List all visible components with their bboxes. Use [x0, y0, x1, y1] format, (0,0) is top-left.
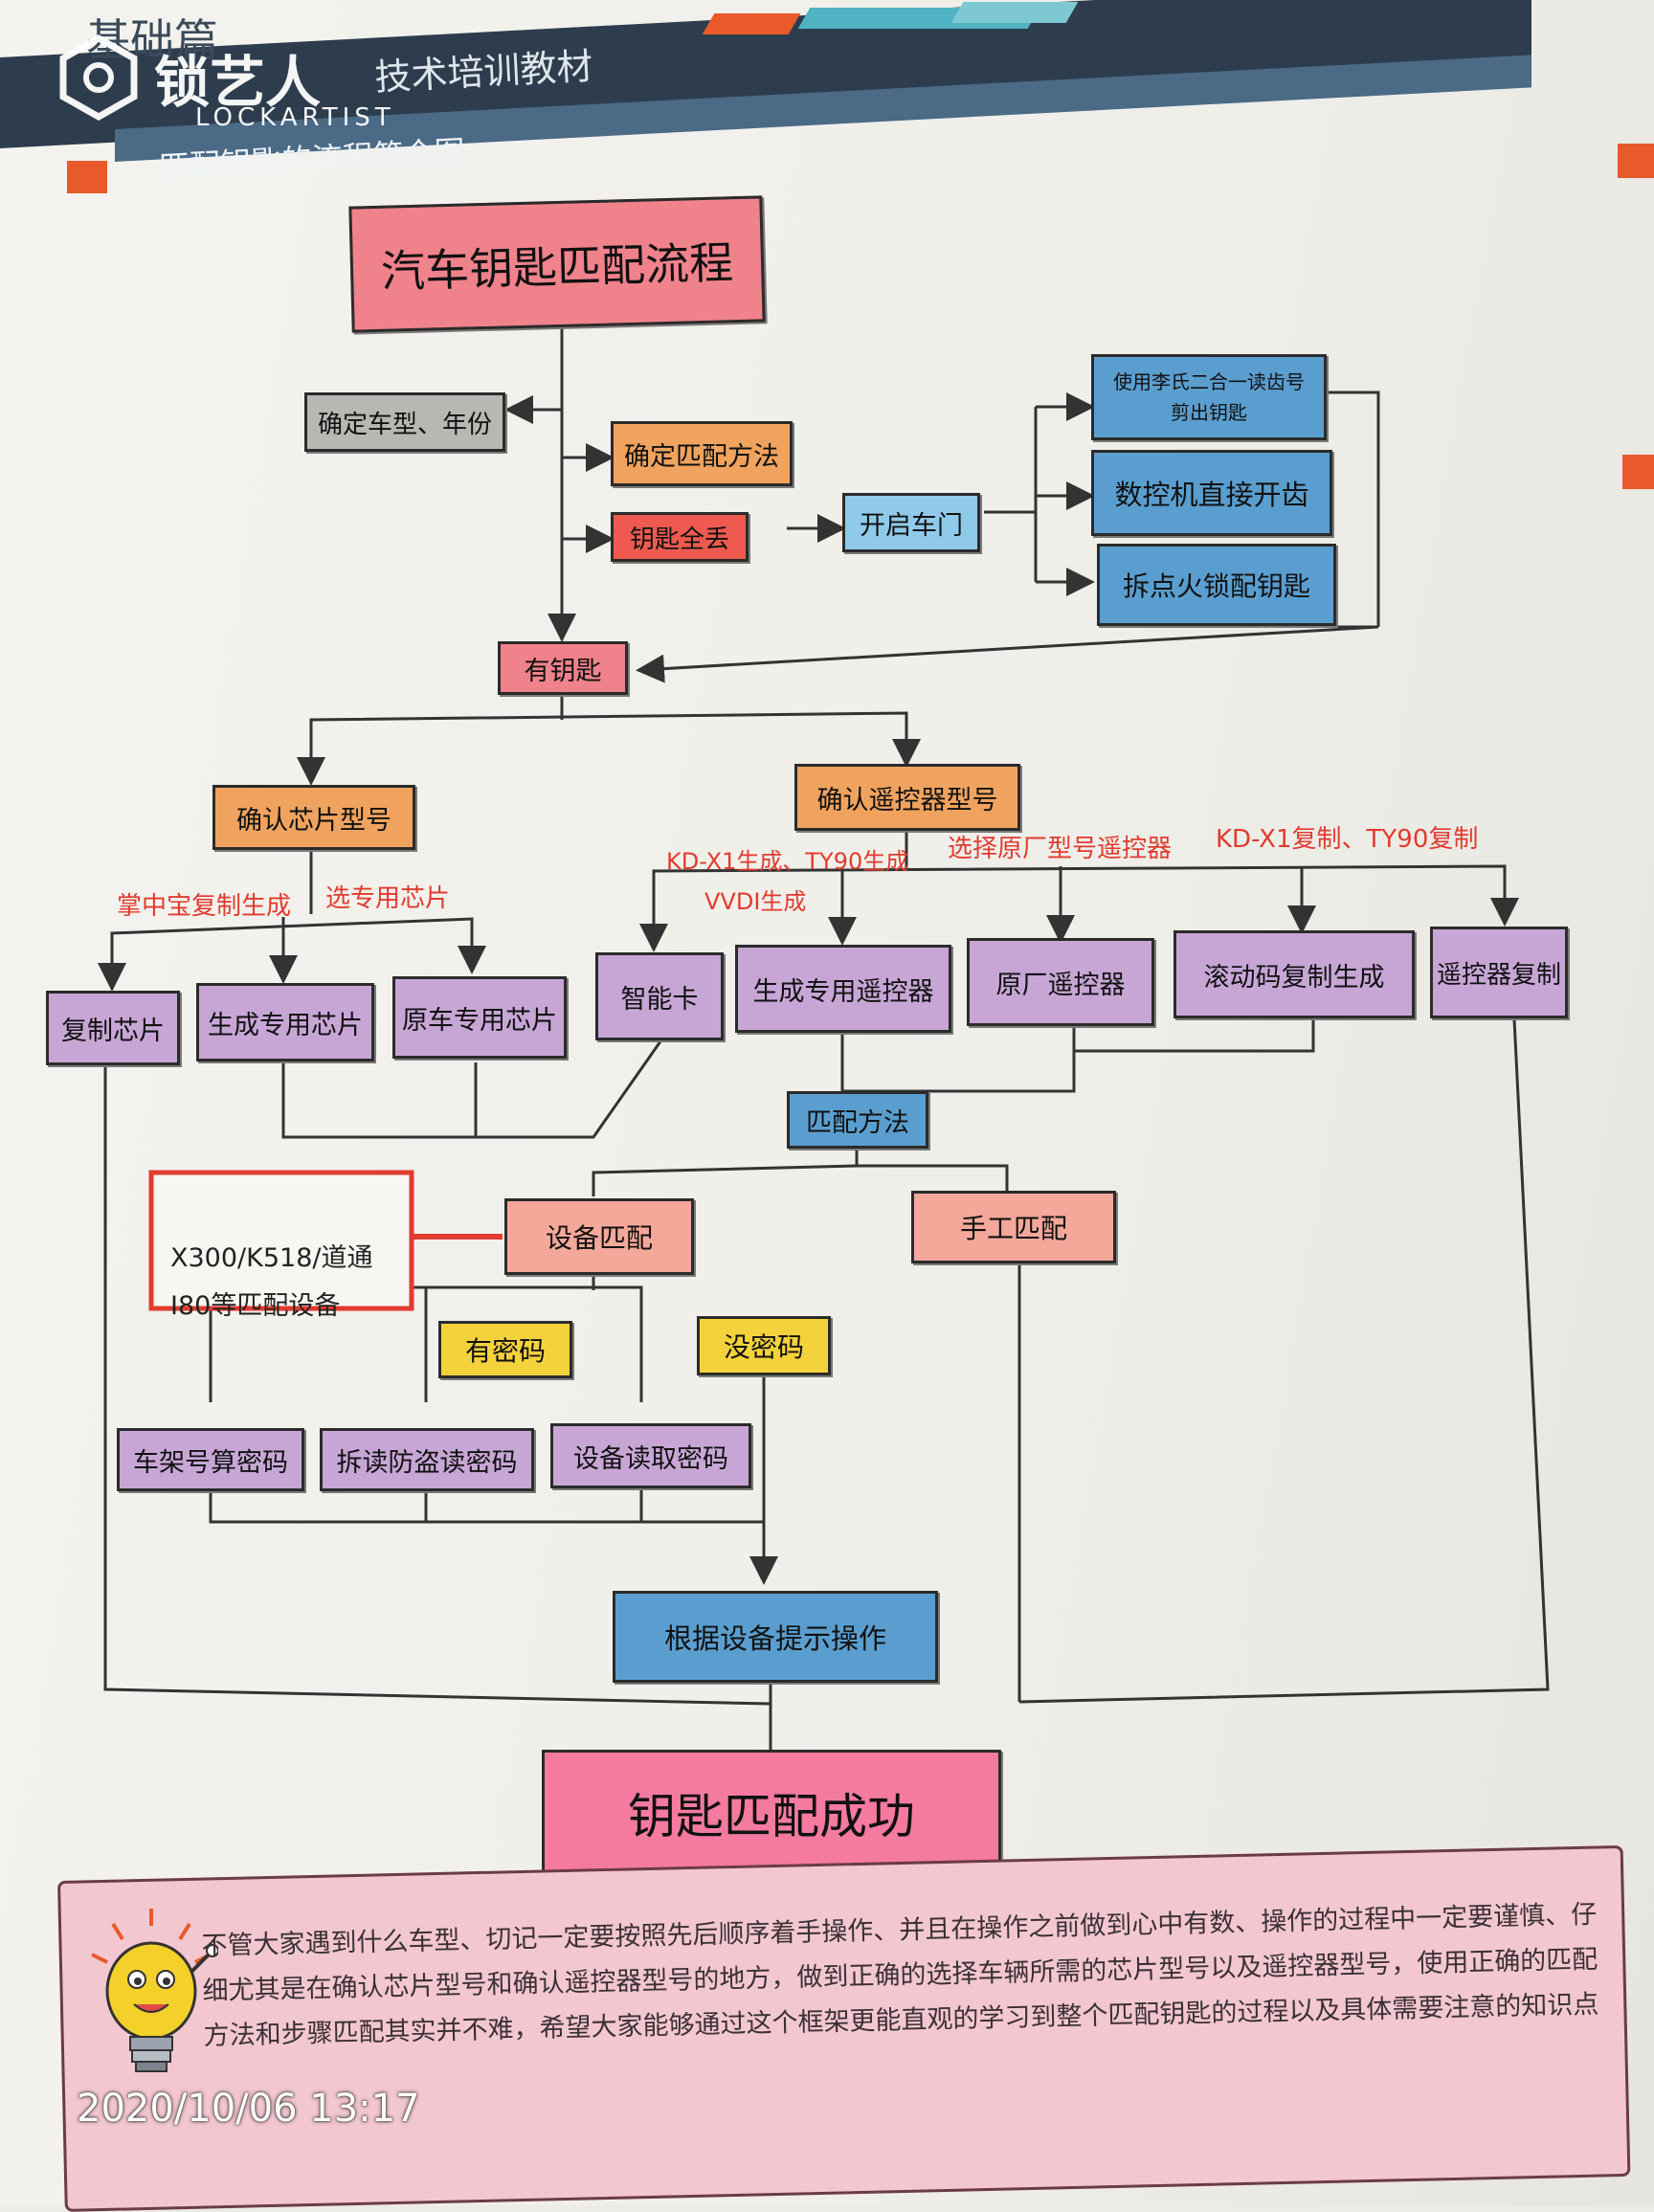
node-disassemble-label: 拆点火锁配钥匙 — [1122, 570, 1310, 602]
label-vvdi-gen: VVDI生成 — [704, 888, 807, 915]
node-manual-match: 手工匹配 — [911, 1191, 1116, 1263]
node-orig-remote: 原厂遥控器 — [967, 938, 1154, 1026]
node-vin-calc: 车架号算密码 — [117, 1428, 304, 1491]
node-has-key: 有钥匙 — [498, 641, 628, 695]
node-gen-remote-label: 生成专用遥控器 — [752, 976, 934, 1007]
device-note-label: X300/K518/道通 I80等匹配设备 — [170, 1243, 373, 1321]
node-orig-remote-label: 原厂遥控器 — [995, 970, 1126, 1000]
brand-logo: 锁艺人 — [56, 34, 322, 122]
label-handheld-copy: 掌中宝复制生成 — [117, 892, 292, 921]
node-manual-match-label: 手工匹配 — [959, 1213, 1067, 1244]
node-no-pin: 没密码 — [697, 1316, 831, 1375]
node-orig-chip-label: 原车专用芯片 — [402, 1005, 557, 1036]
side-orange-marker-2 — [1622, 455, 1654, 489]
node-no-pin-label: 没密码 — [723, 1331, 804, 1363]
brand-name-en: LOCKARTIST — [195, 103, 395, 132]
node-success-label: 钥匙匹配成功 — [628, 1789, 915, 1844]
node-cnc-cut: 数控机直接开齿 — [1091, 450, 1332, 536]
node-li-tool: 使用李氏二合一读齿号 剪出钥匙 — [1091, 354, 1327, 440]
node-confirm-remote-label: 确认遥控器型号 — [816, 785, 998, 816]
node-confirm-model-label: 确定车型、年份 — [317, 410, 492, 439]
node-disassemble-read-label: 拆读防盗读密码 — [336, 1447, 518, 1478]
node-match-method: 匹配方法 — [787, 1091, 928, 1149]
node-copy-chip: 复制芯片 — [46, 991, 180, 1065]
device-note-box: X300/K518/道通 I80等匹配设备 — [170, 1187, 410, 1321]
node-rolling-code-label: 滚动码复制生成 — [1203, 962, 1385, 993]
node-open-door-label: 开启车门 — [860, 510, 963, 541]
node-confirm-model: 确定车型、年份 — [304, 392, 505, 452]
label-kd-ty90-copy: KD-X1复制、TY90复制 — [1216, 825, 1479, 854]
node-follow-device-label: 根据设备提示操作 — [663, 1622, 886, 1655]
node-confirm-chip-label: 确认芯片型号 — [236, 805, 391, 836]
node-has-pin-label: 有密码 — [464, 1335, 546, 1367]
flow-title: 汽车钥匙匹配流程 — [380, 236, 734, 298]
node-smart-card: 智能卡 — [595, 952, 724, 1040]
flow-title-node: 汽车钥匙匹配流程 — [348, 195, 766, 333]
photo-timestamp: 2020/10/06 13:17 — [77, 2087, 420, 2131]
node-gen-chip: 生成专用芯片 — [196, 983, 374, 1061]
label-kd-ty90-gen: KD-X1生成、TY90生成 — [666, 848, 909, 875]
node-device-read-label: 设备读取密码 — [573, 1443, 728, 1474]
node-confirm-chip: 确认芯片型号 — [212, 785, 415, 850]
label-select-chip: 选专用芯片 — [325, 884, 451, 913]
lockartist-logo-icon — [56, 34, 142, 122]
node-success: 钥匙匹配成功 — [542, 1750, 1001, 1876]
node-confirm-method-label: 确定匹配方法 — [624, 441, 779, 472]
node-follow-device: 根据设备提示操作 — [613, 1591, 938, 1683]
node-match-method-label: 匹配方法 — [806, 1107, 909, 1138]
node-confirm-method: 确定匹配方法 — [611, 421, 793, 486]
node-device-match: 设备匹配 — [504, 1198, 694, 1275]
node-device-match-label: 设备匹配 — [545, 1222, 653, 1254]
node-vin-calc-label: 车架号算密码 — [133, 1447, 288, 1478]
header-orange-marker — [67, 161, 107, 193]
label-select-orig-remote: 选择原厂型号遥控器 — [948, 835, 1173, 863]
node-open-door: 开启车门 — [842, 493, 980, 552]
node-gen-chip-label: 生成专用芯片 — [208, 1010, 363, 1040]
node-remote-copy: 遥控器复制 — [1430, 927, 1568, 1018]
node-gen-remote: 生成专用遥控器 — [735, 945, 951, 1033]
node-smart-card-label: 智能卡 — [620, 984, 699, 1015]
node-has-pin: 有密码 — [438, 1321, 572, 1378]
node-copy-chip-label: 复制芯片 — [61, 1016, 165, 1046]
node-disassemble-read: 拆读防盗读密码 — [320, 1428, 534, 1491]
node-device-read: 设备读取密码 — [550, 1423, 751, 1488]
node-orig-chip: 原车专用芯片 — [392, 976, 567, 1059]
lightbulb-mascot-icon — [84, 1905, 219, 2096]
brand-name-cn: 锁艺人 — [154, 50, 322, 115]
node-disassemble: 拆点火锁配钥匙 — [1097, 544, 1336, 626]
node-has-key-label: 有钥匙 — [524, 656, 602, 686]
side-orange-marker-1 — [1618, 144, 1654, 178]
node-rolling-code: 滚动码复制生成 — [1173, 930, 1415, 1018]
node-all-keys-lost: 钥匙全丢 — [611, 512, 749, 562]
node-confirm-remote: 确认遥控器型号 — [794, 764, 1020, 831]
node-remote-copy-label: 遥控器复制 — [1436, 960, 1561, 990]
node-li-tool-label: 使用李氏二合一读齿号 剪出钥匙 — [1113, 370, 1305, 424]
node-cnc-cut-label: 数控机直接开齿 — [1114, 479, 1309, 511]
node-all-keys-lost-label: 钥匙全丢 — [629, 525, 729, 554]
